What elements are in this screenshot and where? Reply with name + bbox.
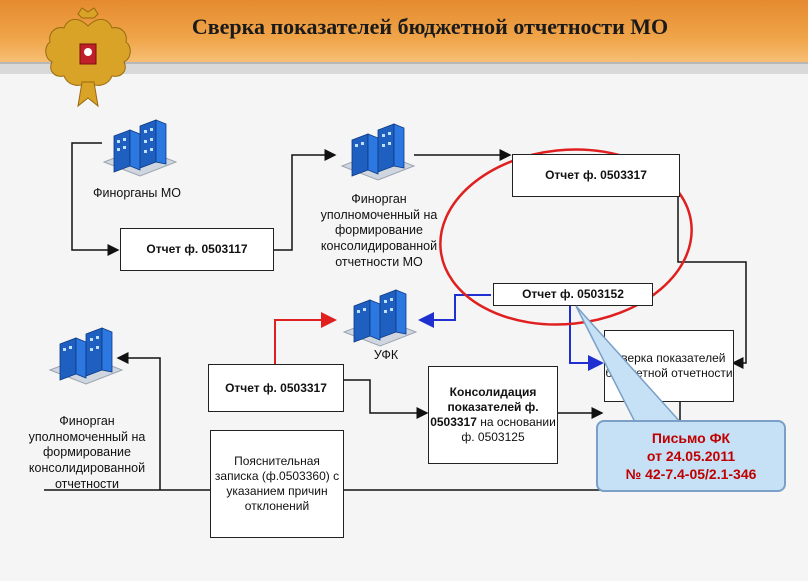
- building-icon: [102, 119, 178, 177]
- callout-line2: от 24.05.2011: [646, 447, 736, 464]
- building-icon: [48, 327, 124, 385]
- consolidation-rest-text: на основании ф. 0503125: [461, 415, 556, 444]
- label-finorgan-top: Финорган уполномоченный на формирование …: [320, 192, 438, 269]
- header-bar: [0, 0, 808, 65]
- box-report-0503317-top: Отчет ф. 0503317: [512, 154, 680, 197]
- building-icon: [342, 289, 418, 347]
- consolidation-bold-text: Консолидация показателей ф. 0503317: [430, 385, 539, 429]
- label-finorgan-left: Финорган уполномоченный на формирование …: [28, 414, 146, 491]
- building-icon: [340, 123, 416, 181]
- callout-line3: № 42-7.4-05/2.1-346: [625, 466, 757, 483]
- box-explanatory-note: Пояснительная записка (ф.0503360) с указ…: [210, 430, 344, 538]
- page-title: Сверка показателей бюджетной отчетности …: [191, 14, 669, 39]
- label-finorgans-mo: Финорганы МО: [92, 186, 182, 200]
- callout-line1: Письмо ФК: [651, 429, 731, 446]
- box-report-0503152: Отчет ф. 0503152: [493, 283, 653, 306]
- box-report-0503117: Отчет ф. 0503117: [120, 228, 274, 271]
- label-ufk: УФК: [373, 348, 399, 362]
- highlight-ellipse: [439, 148, 693, 326]
- box-consolidation: Консолидация показателей ф. 0503317 на о…: [428, 366, 558, 464]
- callout-letter-fk: Письмо ФК от 24.05.2011 № 42-7.4-05/2.1-…: [596, 420, 786, 492]
- box-report-0503317-mid: Отчет ф. 0503317: [208, 364, 344, 412]
- emblem-icon: [45, 7, 131, 108]
- header-band: [0, 62, 808, 74]
